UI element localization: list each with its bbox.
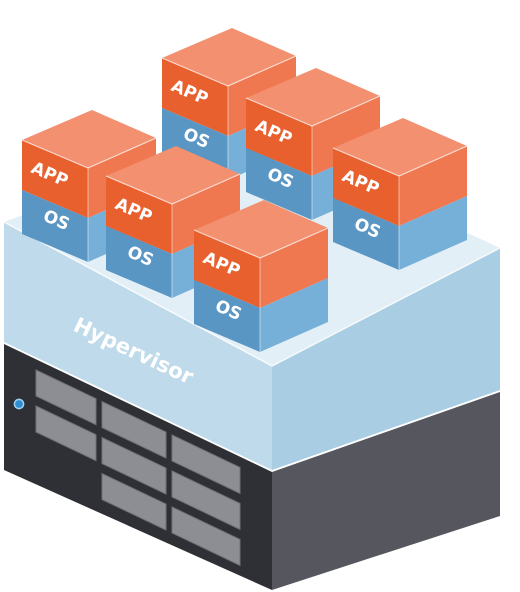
vm-top xyxy=(333,118,467,176)
vm-top xyxy=(162,28,296,86)
os-face-front xyxy=(106,226,172,298)
power-led-icon xyxy=(13,398,25,410)
vm-top xyxy=(22,110,156,168)
drive-bay xyxy=(171,506,241,567)
os-face-side xyxy=(399,196,467,270)
drive-bay xyxy=(101,400,167,459)
vm-top xyxy=(106,146,240,204)
app-face-front xyxy=(194,230,260,308)
app-face-side xyxy=(312,96,380,176)
app-face-front xyxy=(162,58,228,136)
drive-bay xyxy=(35,405,97,462)
server-side xyxy=(272,392,500,590)
drive-bay xyxy=(171,434,241,495)
vm-top xyxy=(194,200,328,258)
drive-bay xyxy=(101,436,167,495)
os-face-front xyxy=(194,280,260,352)
os-face-front xyxy=(22,190,88,262)
drive-bay xyxy=(35,369,97,426)
vm-top xyxy=(246,68,380,126)
drive-bay xyxy=(171,470,241,531)
drive-bay xyxy=(101,472,167,531)
drive-bay-grid xyxy=(35,369,241,567)
app-face-side xyxy=(172,174,240,254)
os-face-front xyxy=(246,148,312,220)
os-face-front xyxy=(333,198,399,270)
hypervisor-front xyxy=(4,222,272,470)
os-face-side xyxy=(260,278,328,352)
app-face-front xyxy=(106,176,172,254)
app-face-side xyxy=(399,146,467,226)
app-face-side xyxy=(260,228,328,308)
hypervisor-side xyxy=(272,248,500,470)
app-face-front xyxy=(246,98,312,176)
server-hardware xyxy=(4,344,500,590)
app-face-front xyxy=(333,148,399,226)
app-face-front xyxy=(22,140,88,218)
